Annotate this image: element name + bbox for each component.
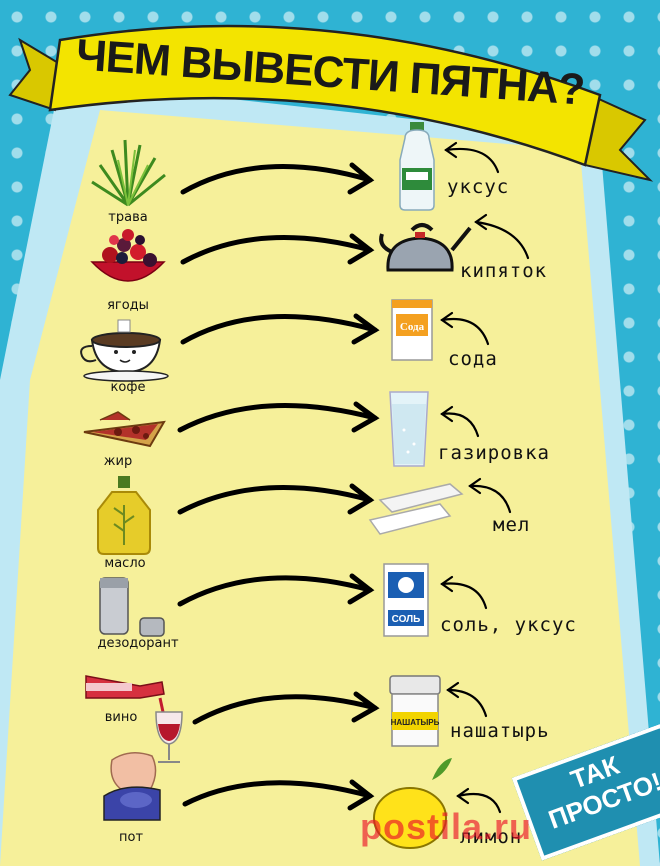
stain-label-wine: вино bbox=[104, 710, 138, 725]
remedy-label-boiling-water: кипяток bbox=[460, 260, 548, 282]
stain-label-berries: ягоды bbox=[107, 298, 149, 313]
arrows bbox=[177, 162, 380, 811]
stain-label-deodorant: дезодорант bbox=[97, 636, 179, 651]
pizza-slice-icon bbox=[83, 411, 166, 448]
chalk-icon bbox=[368, 483, 464, 535]
remedy-label-lemon: лимон bbox=[460, 826, 523, 848]
oil-bottle-icon bbox=[97, 476, 151, 555]
remedy-label-chalk: мел bbox=[493, 514, 531, 536]
lemon-icon bbox=[373, 758, 452, 849]
stain-label-coffee: кофе bbox=[110, 380, 146, 395]
title-banner bbox=[8, 24, 654, 182]
soda-box-icon: Сода bbox=[391, 299, 433, 361]
ammonia-jar-icon: НАШАТЫРЬ bbox=[389, 675, 441, 747]
remedy-label-ammonia: нашатырь bbox=[450, 720, 550, 742]
vinegar-bottle-icon bbox=[399, 122, 435, 211]
kettle-icon bbox=[379, 223, 472, 272]
ammonia-jar-label: НАШАТЫРЬ bbox=[391, 718, 440, 727]
remedy-label-sparkling-water: газировка bbox=[438, 442, 550, 464]
soda-glass-icon bbox=[389, 391, 429, 467]
armpit-icon bbox=[103, 752, 161, 821]
soda-box-label: Сода bbox=[400, 321, 425, 333]
berries-bowl-icon bbox=[90, 229, 166, 282]
grass-icon bbox=[91, 139, 166, 207]
small-arrows bbox=[440, 141, 530, 814]
stain-label-sweat: пот bbox=[118, 830, 144, 845]
stain-label-grass: трава bbox=[108, 210, 148, 225]
stain-label-oil: масло bbox=[104, 556, 146, 571]
remedy-label-vinegar: уксус bbox=[447, 176, 510, 198]
salt-box-label: СОЛЬ bbox=[392, 614, 421, 625]
salt-box-icon: СОЛЬ bbox=[383, 563, 429, 637]
remedy-label-soda: сода bbox=[448, 348, 498, 370]
coffee-cup-icon bbox=[80, 319, 169, 382]
remedy-label-salt-vinegar: соль, уксус bbox=[440, 614, 577, 636]
wine-bottle-glass-icon bbox=[85, 675, 183, 763]
watermark: postila.ru bbox=[360, 806, 533, 847]
deodorant-icon bbox=[99, 577, 165, 637]
stain-label-grease: жир bbox=[103, 454, 133, 469]
